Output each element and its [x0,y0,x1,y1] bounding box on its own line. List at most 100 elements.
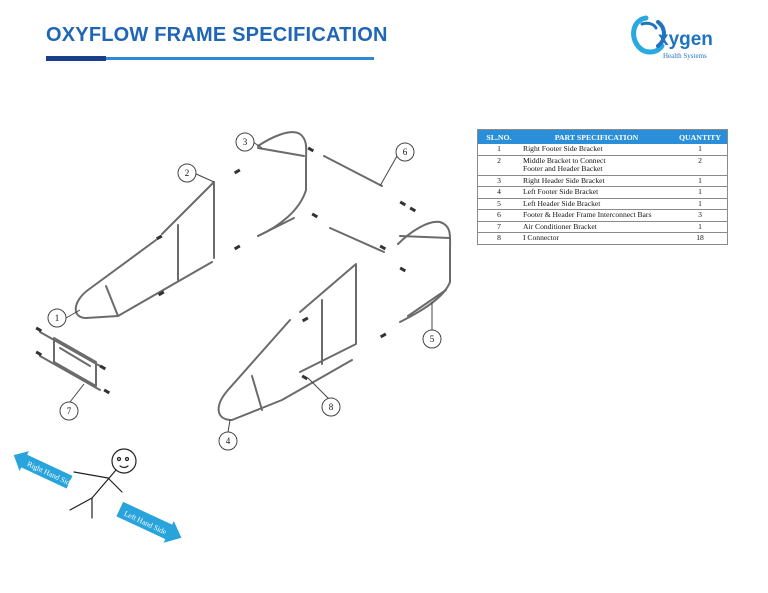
table-row: 8 I Connector 18 [477,232,728,245]
part-7-inner-line [59,347,91,367]
part-2-middle-bracket-upper [161,181,215,259]
i-connector [35,350,43,357]
figure-head [111,448,137,474]
callout-4-circle [218,431,238,451]
right-hand-arrow: Right Hand Side [13,451,75,489]
table-row: 5 Left Header Side Bracket 1 [477,198,728,210]
header-part: PART SPECIFICATION [520,129,673,144]
part-6-bar-middle [329,227,385,253]
cell-part: Footer & Header Frame Interconnect Bars [520,209,673,222]
i-connector [35,326,43,333]
callout-3-circle [235,132,255,152]
oxygen-logo [631,15,666,55]
cell-qty: 18 [673,232,728,245]
stick-figure [69,448,137,519]
part-1-right-footer-bracket [74,239,213,319]
cell-part: Middle Bracket to Connect Footer and Hea… [520,155,673,176]
leader-1 [65,309,81,319]
right-hand-arrow-shape [13,451,73,489]
i-connector [301,374,309,381]
callout-1-circle [47,308,67,328]
frame-parts [39,131,452,421]
table-row: 1 Right Footer Side Bracket 1 [477,144,728,156]
cell-no: 6 [477,209,520,222]
cell-part: Right Header Side Bracket [520,175,673,187]
cell-qty: 3 [673,209,728,222]
callout-2-label: 2 [185,168,190,178]
part-5-left-header-bracket [397,220,452,323]
figure-arm-left [73,471,109,479]
callout-3-label: 3 [243,137,248,147]
part-5-top-bar [399,235,451,239]
cell-part: Left Footer Side Bracket [520,186,673,199]
callout-4-label: 4 [226,436,231,446]
part-7-ac-bracket [53,337,97,387]
leader-6 [379,155,398,187]
part-3-diagonal [257,217,295,237]
i-connectors [35,146,417,395]
cell-qty: 1 [673,186,728,199]
header-qty: QUANTITY [673,129,728,144]
part-5-diagonal [407,289,447,317]
part-3-right-header-bracket [257,131,308,237]
figure-leg-left [69,497,93,511]
i-connector [233,244,241,251]
cell-no: 4 [477,186,520,199]
part-4-crossbar [251,375,263,411]
table-row: 6 Footer & Header Frame Interconnect Bar… [477,209,728,222]
cell-no: 1 [477,144,520,156]
cell-qty: 2 [673,155,728,176]
leader-4 [227,419,231,433]
cell-part: Left Header Side Bracket [520,198,673,210]
figure-arm-right [107,477,123,493]
cell-no: 7 [477,221,520,233]
callout-2-circle [177,163,197,183]
part-7-rail-top [39,331,101,367]
figure-mouth [119,465,129,469]
i-connector [103,388,111,395]
callouts [47,132,442,451]
cell-qty: 1 [673,198,728,210]
i-connector [155,234,163,241]
cell-no: 5 [477,198,520,210]
table-row: 4 Left Footer Side Bracket 1 [477,186,728,199]
cell-qty: 1 [673,221,728,233]
cell-no: 3 [477,175,520,187]
part-4-left-footer-bracket [217,319,353,421]
figure-eye-left [116,456,122,462]
part-2-middle-bracket-lower [299,263,357,373]
title-underline-light [106,57,374,60]
cell-part: I Connector [520,232,673,245]
callout-8-circle [321,397,341,417]
cell-qty: 1 [673,175,728,187]
cell-part: Air Conditioner Bracket [520,221,673,233]
i-connector [301,316,309,323]
i-connector [307,146,315,153]
leader-7 [69,383,85,403]
figure-body [91,469,117,499]
spec-table-header-row: SL.NO. PART SPECIFICATION QUANTITY [477,129,728,144]
callout-labels: 1 2 3 4 5 6 7 8 [55,137,435,446]
cell-qty: 1 [673,144,728,156]
i-connector [99,364,107,371]
table-row: 7 Air Conditioner Bracket 1 [477,221,728,233]
logo-swirl-inner [656,20,666,48]
logo-swirl-outer [631,15,665,55]
header-slno: SL.NO. [477,129,520,144]
left-hand-arrow: Left Hand Side [116,501,182,543]
i-connector [379,244,387,251]
callout-6-circle [395,142,415,162]
logo-swirl-tip [640,21,658,30]
logo-subtitle: Health Systems [663,52,707,60]
callout-1-label: 1 [55,313,60,323]
spec-table: SL.NO. PART SPECIFICATION QUANTITY 1 Rig… [477,129,728,245]
table-row: 2 Middle Bracket to Connect Footer and H… [477,155,728,176]
i-connector [157,290,165,297]
i-connector [409,206,417,213]
left-hand-arrow-shape [116,501,182,543]
part-7-rail-bottom [39,355,101,391]
table-row: 3 Right Header Side Bracket 1 [477,175,728,187]
callout-8-label: 8 [329,402,334,412]
cell-no: 8 [477,232,520,245]
